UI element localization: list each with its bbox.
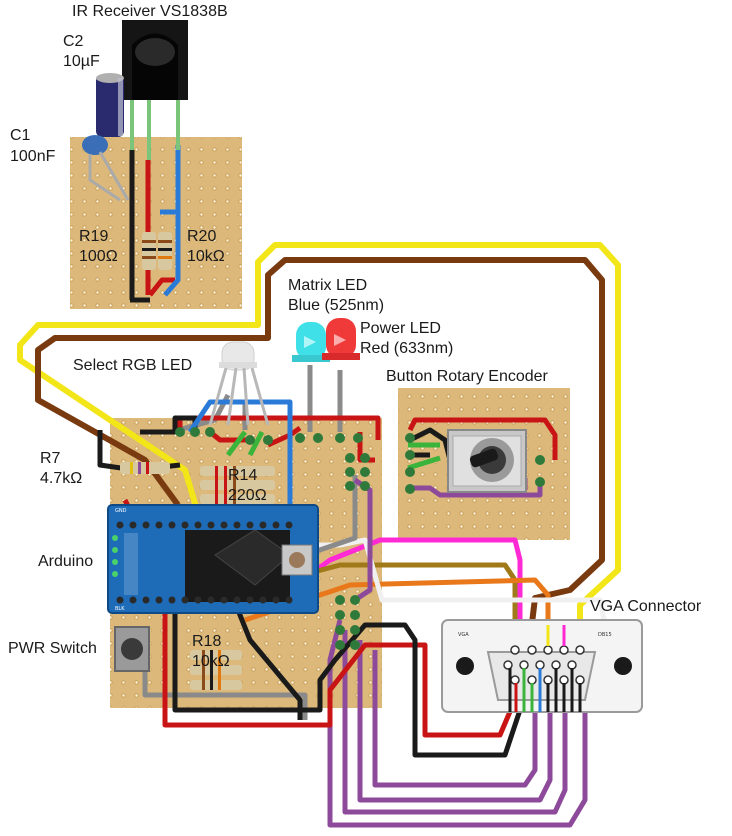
resistor-r18 [190,650,242,690]
labels: IR Receiver VS1838B C2 10µF C1 100nF R19… [8,3,702,670]
vga-pin-leads [508,625,582,712]
header-pins-main [335,453,370,650]
svg-text:BLK: BLK [115,606,125,612]
c2-value-label: 10µF [63,53,100,70]
pwr-switch [114,626,150,672]
capacitor-c2 [96,73,124,137]
wire-blue [160,145,293,520]
r7-name-label: R7 [40,450,61,467]
ir-receiver-label: IR Receiver VS1838B [72,3,228,20]
r18-name-label: R18 [192,633,221,650]
capacitor-c1 [82,135,130,202]
ir-receiver [122,20,188,160]
resistor-r7 [120,462,170,474]
svg-text:VGA: VGA [458,632,469,638]
led-red [322,318,360,360]
resistor-r19 [142,232,156,270]
rgb-led-label: Select RGB LED [73,357,192,374]
resistor-r20 [158,232,172,270]
led-blue [292,322,330,362]
wire-green [225,430,441,471]
rotary-encoder [405,429,545,494]
header-pins-led [175,427,363,445]
ir-perfboard [70,137,242,309]
power-led-label-line1: Power LED [360,320,441,337]
c1-value-label: 100nF [10,148,56,165]
r20-name-label: R20 [187,228,216,245]
arduino-board: GND BLK [107,504,319,614]
wire-yellow-long [17,242,621,630]
c2-name-label: C2 [63,33,84,50]
wire-magenta [266,537,523,640]
c1-name-label: C1 [10,127,31,144]
r20-value-label: 10kΩ [187,248,225,265]
rotary-encoder-label: Button Rotary Encoder [386,368,549,385]
r14-name-label: R14 [228,467,257,484]
pwr-switch-label: PWR Switch [8,640,97,657]
matrix-led-label-line1: Matrix LED [288,277,367,294]
arduino-label: Arduino [38,553,93,570]
r19-value-label: 100Ω [79,248,118,265]
matrix-led-label-line2: Blue (525nm) [288,297,384,314]
svg-text:GND: GND [115,508,127,514]
arduino-pins-bottom [116,596,293,604]
arduino-pins-top [116,521,293,529]
r19-name-label: R19 [79,228,108,245]
vga-connector-label: VGA Connector [590,598,702,615]
r7-value-label: 4.7kΩ [40,470,82,487]
wire-brown-long [35,257,605,641]
resistor-r14-array [200,466,275,504]
r18-value-label: 10kΩ [192,653,230,670]
wire-purple [327,477,588,828]
power-led-label-line2: Red (633nm) [360,340,453,357]
r14-value-label: 220Ω [228,487,267,504]
led-rgb [208,341,270,426]
svg-text:DB15: DB15 [598,632,612,638]
arduino-left-leds [112,535,118,577]
